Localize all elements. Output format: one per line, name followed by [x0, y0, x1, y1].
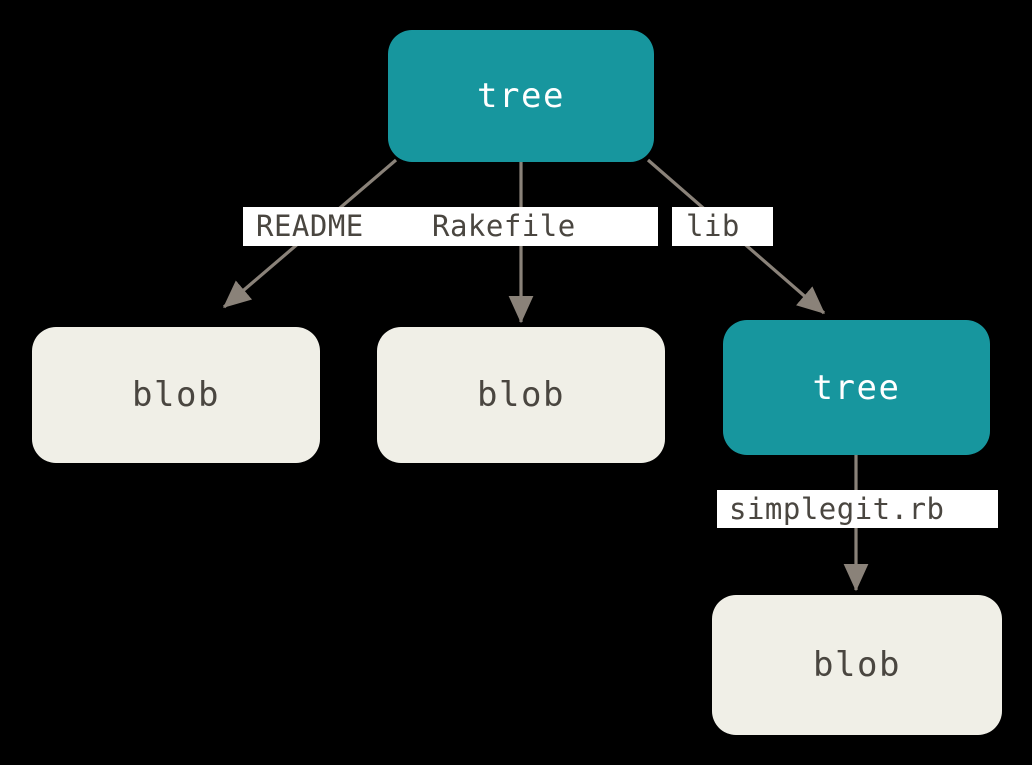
node-blob-readme[interactable]: blob: [32, 327, 320, 463]
node-tree-root[interactable]: tree: [388, 30, 654, 162]
node-blob-rakefile-label: blob: [477, 375, 565, 415]
edge-label-rakefile: Rakefile: [418, 207, 658, 246]
edge-label-readme: README: [243, 207, 418, 246]
node-blob-rakefile[interactable]: blob: [377, 327, 665, 463]
edge-label-lib: lib: [672, 207, 773, 246]
node-tree-lib[interactable]: tree: [723, 320, 990, 455]
node-blob-simplegit-label: blob: [813, 645, 901, 685]
node-blob-simplegit[interactable]: blob: [712, 595, 1002, 735]
node-tree-root-label: tree: [477, 76, 565, 116]
node-tree-lib-label: tree: [812, 367, 901, 408]
edge-label-simplegit: simplegit.rb: [717, 490, 998, 528]
node-blob-readme-label: blob: [132, 375, 220, 415]
